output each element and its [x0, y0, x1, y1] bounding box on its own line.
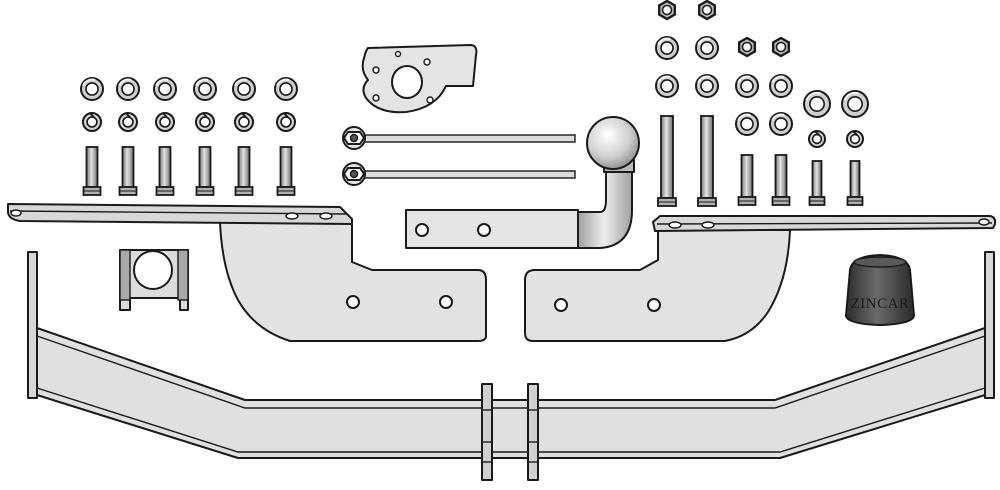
- washer-icon: [153, 77, 177, 101]
- tie-rod-lower: [342, 162, 576, 186]
- lock-washer-icon: [195, 112, 215, 132]
- tow-ball-assembly: [405, 116, 640, 249]
- washer-icon: [232, 77, 256, 101]
- flat-washer-icon: [841, 90, 869, 118]
- bolt-icon: [846, 160, 864, 206]
- washer-icon: [735, 74, 759, 98]
- u-clamp-bracket: [119, 249, 189, 311]
- bolt-icon: [697, 115, 717, 207]
- left-mounting-bracket: [219, 221, 487, 342]
- cap-brand-label: ZINCAR: [851, 296, 910, 312]
- flat-washer-icon: [803, 90, 831, 118]
- bolt-icon: [657, 115, 677, 207]
- lock-washer-icon: [846, 130, 864, 148]
- tow-ball-cap: ZINCAR: [845, 254, 915, 326]
- left-hardware-set: [80, 77, 298, 196]
- right-mounting-bracket: [524, 229, 791, 342]
- tie-rod-upper: [342, 126, 576, 150]
- bolt-icon: [155, 146, 175, 196]
- bolt-icon: [737, 154, 757, 206]
- washer-icon: [769, 74, 793, 98]
- washer-icon: [655, 36, 679, 60]
- bolt-icon: [234, 146, 254, 196]
- hex-nut-icon: [738, 36, 756, 58]
- beam-center-tab-left: [481, 383, 493, 481]
- hex-nut-icon: [772, 36, 790, 58]
- electrical-socket-plate: [361, 44, 478, 114]
- lock-washer-icon: [276, 112, 296, 132]
- washer-icon: [655, 74, 679, 98]
- washer-icon: [116, 77, 140, 101]
- lock-washer-icon: [155, 112, 175, 132]
- hex-nut-icon: [658, 0, 676, 21]
- lock-washer-icon: [118, 112, 138, 132]
- bolt-icon: [82, 146, 102, 196]
- lock-washer-icon: [234, 112, 254, 132]
- right-side-rail: [652, 215, 997, 232]
- right-hardware-set: [655, 0, 869, 207]
- washer-icon: [769, 112, 793, 136]
- beam-center-tab-right: [527, 383, 539, 481]
- bolt-icon: [118, 146, 138, 196]
- washer-icon: [193, 77, 217, 101]
- washer-icon: [735, 112, 759, 136]
- lock-washer-icon: [808, 130, 826, 148]
- bolt-icon: [276, 146, 296, 196]
- washer-icon: [695, 74, 719, 98]
- hex-nut-icon: [698, 0, 716, 21]
- bolt-icon: [195, 146, 215, 196]
- washer-icon: [695, 36, 719, 60]
- bolt-icon: [771, 154, 791, 206]
- main-cross-beam: [27, 251, 995, 481]
- bolt-icon: [808, 160, 826, 206]
- lock-washer-icon: [82, 112, 102, 132]
- washer-icon: [274, 77, 298, 101]
- washer-icon: [80, 77, 104, 101]
- left-side-rail: [6, 203, 353, 225]
